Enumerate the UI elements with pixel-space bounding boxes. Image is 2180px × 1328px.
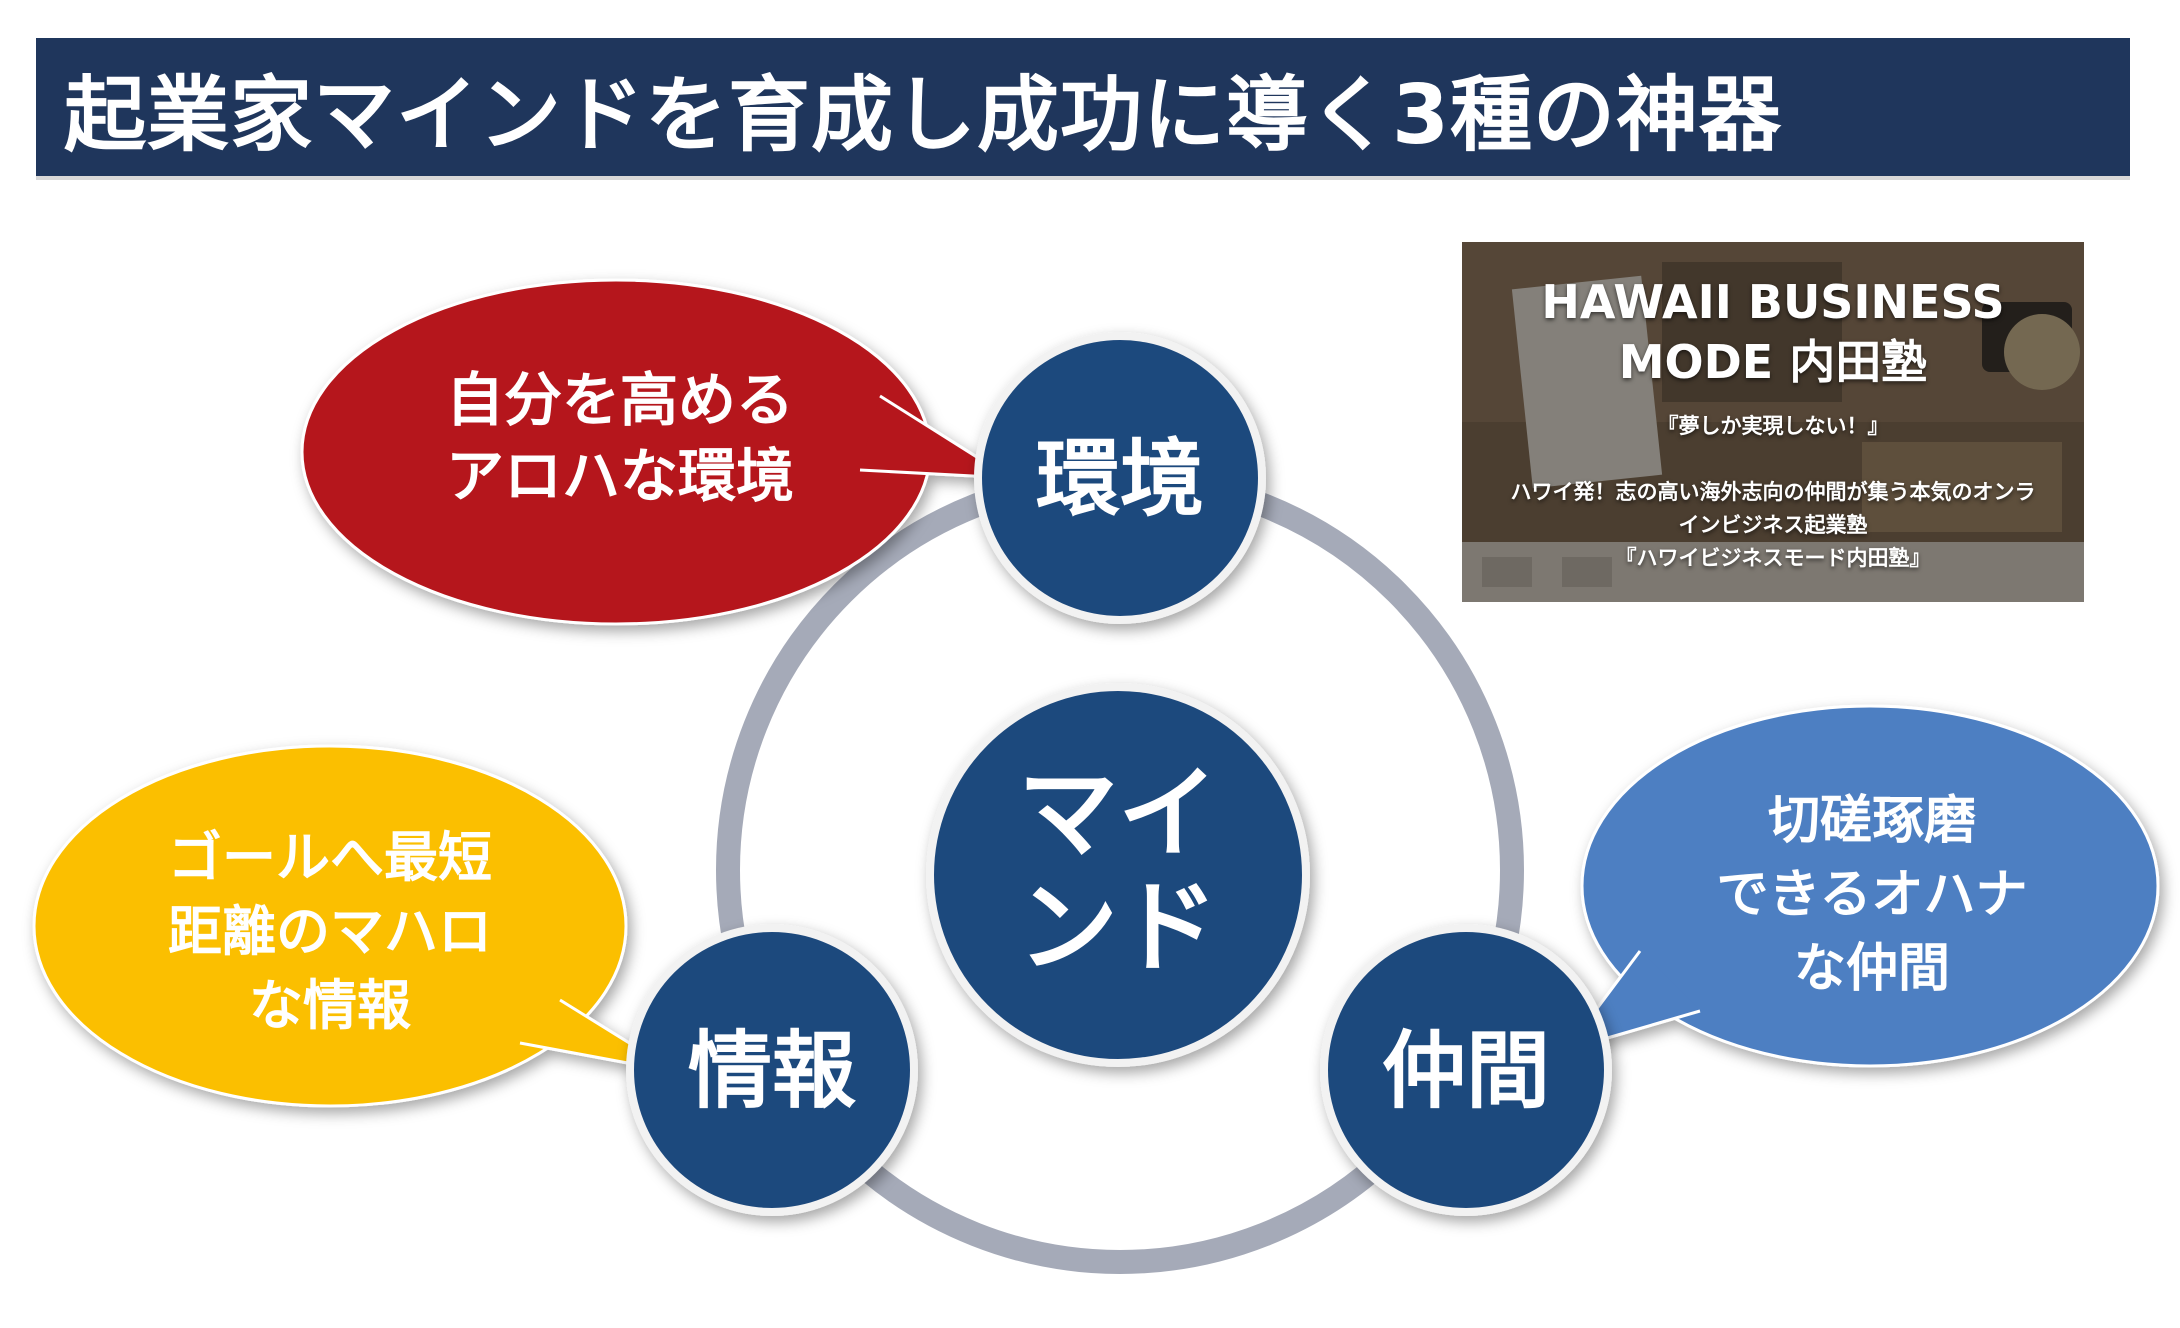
node-information-label: 情報 (688, 1022, 856, 1120)
promo-text: HAWAII BUSINESS MODE 内田塾 『夢しか実現しない！』 ハワイ… (1462, 242, 2084, 602)
promo-title-line2: MODE 内田塾 (1618, 335, 1928, 389)
bubble-companions-line3: な仲間 (1794, 939, 1950, 999)
promo-title: HAWAII BUSINESS MODE 内田塾 (1462, 272, 2084, 392)
bubble-companions-line1: 切磋琢磨 (1768, 791, 1976, 851)
promo-desc-line3: 『ハワイビジネスモード内田塾』 (1615, 546, 1931, 570)
promo-desc-line1: ハワイ発！志の高い海外志向の仲間が集う本気のオンラ (1510, 480, 2036, 504)
bubble-environment-line2: アロハな環境 (446, 442, 794, 510)
bubble-information-line3: な情報 (249, 974, 411, 1037)
promo-overlay (1462, 242, 2084, 602)
promo-title-line1: HAWAII BUSINESS (1541, 275, 2005, 329)
node-information (626, 924, 918, 1216)
title-banner: 起業家マインドを育成し成功に導く3種の神器 (36, 38, 2130, 180)
node-environment (974, 332, 1266, 624)
bubble-environment-line1: 自分を高める (446, 366, 794, 434)
promo-desc-line2: インビジネス起業塾 (1678, 513, 1868, 537)
node-companions (1320, 924, 1612, 1216)
node-environment-label: 環境 (1036, 430, 1204, 528)
center-node-line2: ンド (1018, 869, 1218, 986)
bubble-companions-line2: できるオハナ (1717, 865, 2028, 925)
promo-description: ハワイ発！志の高い海外志向の仲間が集う本気のオンラ インビジネス起業塾 『ハワイ… (1462, 476, 2084, 575)
promo-background-photo (1462, 242, 2084, 602)
center-node-line1: マイ (1018, 755, 1218, 872)
bubble-information-line2: 距離のマハロ (168, 900, 492, 963)
center-node-mind (926, 683, 1310, 1067)
promo-tagline: 『夢しか実現しない！』 (1657, 414, 1889, 438)
bubble-information-line1: ゴールへ最短 (168, 826, 492, 889)
page-title: 起業家マインドを育成し成功に導く3種の神器 (64, 67, 1783, 163)
promo-image: HAWAII BUSINESS MODE 内田塾 『夢しか実現しない！』 ハワイ… (1462, 242, 2084, 602)
node-companions-label: 仲間 (1382, 1022, 1550, 1120)
